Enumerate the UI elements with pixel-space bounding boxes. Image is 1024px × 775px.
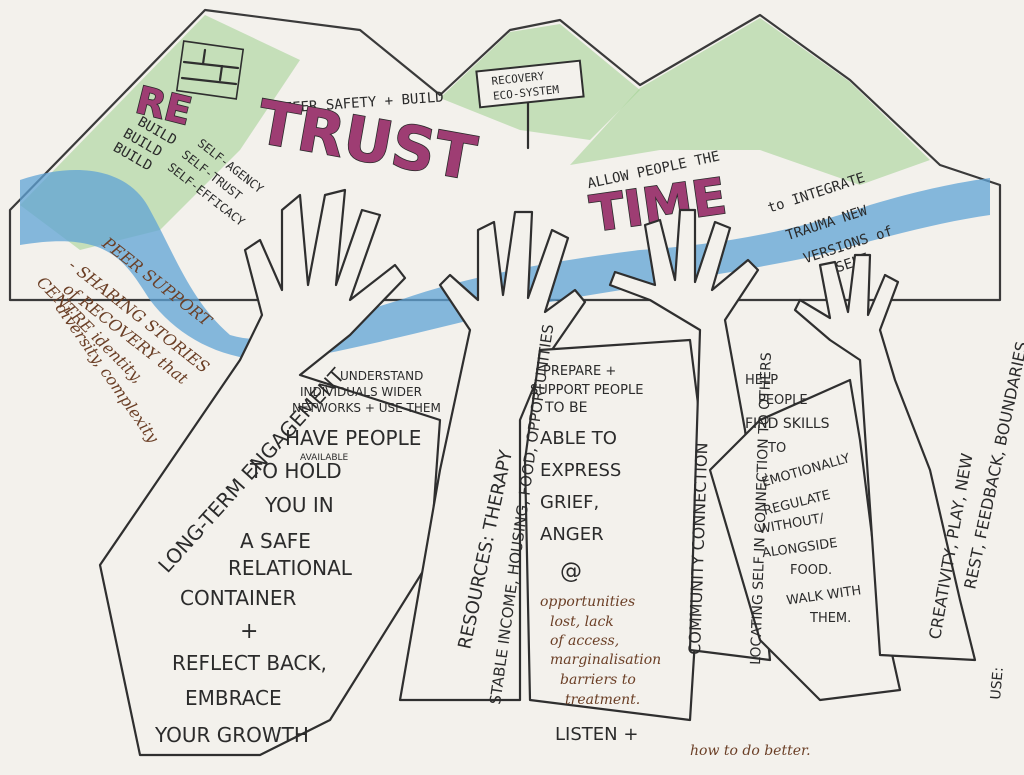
arm1-line-12: EMBRACE: [185, 686, 282, 710]
arm3-line-3: TO BE: [544, 400, 587, 416]
hands: [98, 188, 977, 757]
arm1-line-1: UNDERSTAND: [340, 369, 423, 383]
recovery-ecosystem-sign: RECOVERY ECO-SYSTEM: [475, 59, 585, 150]
arm1-line-3: NETWORKS + USE THEM: [292, 401, 441, 415]
arm3-line-7: ANGER: [540, 524, 604, 545]
arm3-line-4: ABLE TO: [540, 428, 617, 449]
arm1-line-8: RELATIONAL: [228, 556, 353, 580]
arm3-line-13: barriers to: [560, 672, 636, 688]
hand-arm-3: [523, 338, 702, 722]
arm3-line-1: PREPARE +: [543, 364, 616, 379]
arm5-line-1: HELP: [745, 373, 778, 388]
arm5-line-2: PEOPLE: [758, 393, 808, 408]
hand-arm-2: [398, 210, 587, 702]
arm3-line-2: SUPPORT PEOPLE: [530, 383, 643, 398]
arm3-line-15: LISTEN +: [555, 724, 638, 745]
right-mountain-green: [570, 18, 930, 185]
sign-board: [475, 59, 585, 109]
arm1-line-4: HAVE PEOPLE: [285, 426, 421, 450]
mountains: [8, 8, 1002, 302]
arm-3-text: PREPARE + SUPPORT PEOPLE TO BE ABLE TO E…: [530, 364, 811, 759]
arm3-line-6: GRIEF,: [540, 492, 599, 513]
hand-arm-4: [608, 208, 772, 662]
arm3-line-10: lost, lack: [550, 614, 614, 630]
arm1-line-6: YOU IN: [264, 493, 334, 517]
arm1-line-7: A SAFE: [240, 529, 311, 553]
arm5-line-11: THEM.: [809, 611, 851, 626]
sign-line-1: RECOVERY: [491, 69, 545, 88]
arm5-line-9: FOOD.: [790, 563, 832, 578]
brick-wall-icon: [175, 40, 245, 100]
arm3-line-8: @: [560, 559, 582, 584]
arm1-line-11: REFLECT BACK,: [172, 651, 327, 675]
arm3-line-11: of access,: [550, 633, 619, 649]
arm5-line-4: TO: [767, 441, 786, 456]
arm5-line-3: FIND SKILLS: [745, 416, 830, 432]
river: [20, 170, 990, 361]
arm3-line-16: how to do better.: [690, 743, 811, 759]
hand-arm-6: [793, 253, 977, 662]
arm1-line-2: INDIVIDUALS WIDER: [300, 385, 422, 399]
arm1-line-13: YOUR GROWTH: [154, 723, 309, 747]
arm3-line-9: opportunities: [540, 594, 635, 610]
arm3-line-12: marginalisation: [550, 652, 661, 668]
arm1-line-9: CONTAINER: [180, 586, 297, 610]
arm1-line-4b: AVAILABLE: [300, 453, 349, 463]
arm3-line-14: treatment.: [565, 692, 640, 708]
arm3-line-5: EXPRESS: [540, 460, 621, 481]
arm1-line-10: +: [240, 619, 258, 644]
arm6-edge-label: USE:: [988, 666, 1007, 700]
arm1-line-5: TO HOLD: [249, 459, 342, 483]
